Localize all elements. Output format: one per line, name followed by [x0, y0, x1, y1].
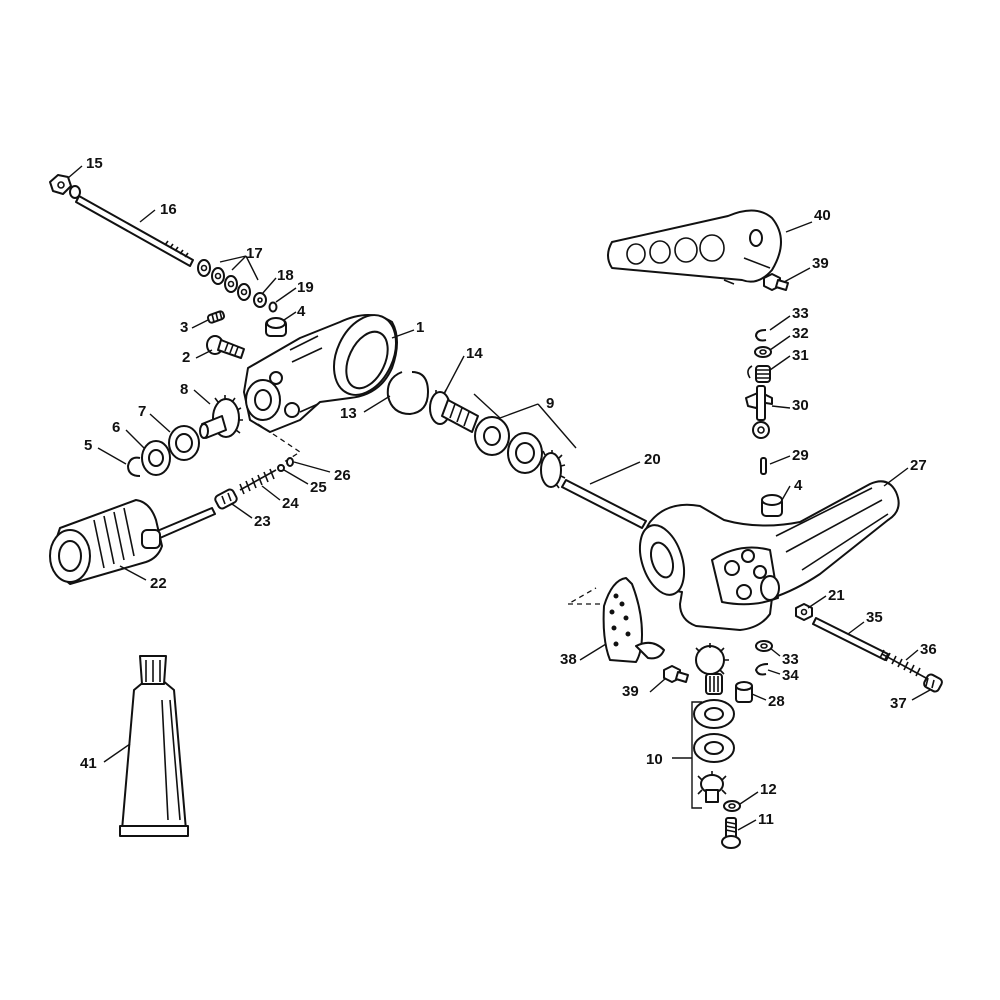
part-11-screw[interactable]: [721, 817, 741, 849]
callout-8: 8: [180, 381, 188, 398]
callout-38: 38: [560, 651, 577, 668]
callout-15: 15: [86, 155, 103, 172]
part-39-screw[interactable]: [763, 273, 789, 291]
callout-27: 27: [910, 457, 927, 474]
callout-26: 26: [334, 467, 351, 484]
part-39-screw-lower[interactable]: [663, 665, 689, 683]
callout-3: 3: [180, 319, 188, 336]
part-25-ball[interactable]: [277, 464, 285, 472]
part-30-shift-fork[interactable]: [745, 385, 773, 439]
callout-4: 4: [297, 303, 306, 320]
part-7-bearing[interactable]: [168, 425, 200, 461]
callout-37: 37: [890, 695, 907, 712]
callout-13: 13: [340, 405, 357, 422]
callout-34: 34: [782, 667, 799, 684]
part-33-circlip[interactable]: [755, 329, 767, 342]
part-31-spring[interactable]: [747, 365, 771, 383]
callout-23: 23: [254, 513, 271, 530]
callout-40: 40: [814, 207, 831, 224]
callout-5: 5: [84, 437, 92, 454]
callout-16: 16: [160, 201, 177, 218]
part-40-lever[interactable]: [607, 209, 782, 285]
callout-25: 25: [310, 479, 327, 496]
part-27-main-housing[interactable]: [632, 480, 900, 631]
part-15-nut[interactable]: [49, 174, 81, 199]
callout-2: 2: [182, 349, 190, 366]
part-6-bearing[interactable]: [141, 440, 171, 476]
part-36-spring[interactable]: [879, 649, 927, 679]
part-10-bearing-set[interactable]: [693, 699, 735, 803]
part-22-handle[interactable]: [49, 499, 216, 585]
part-29-pin[interactable]: [760, 457, 767, 475]
part-20-drive-shaft[interactable]: [561, 479, 647, 529]
callout-24: 24: [282, 495, 299, 512]
part-18-washer[interactable]: [253, 292, 267, 308]
callout-36: 36: [920, 641, 937, 658]
callout-6: 6: [112, 419, 120, 436]
callout-21: 21: [828, 587, 845, 604]
part-14-pinion-shaft[interactable]: [429, 389, 479, 433]
callout-41: 41: [80, 755, 97, 772]
part-24-spring[interactable]: [239, 468, 277, 495]
part-28-bushing[interactable]: [735, 681, 753, 703]
part-32-washer[interactable]: [754, 346, 772, 358]
part-13-circlip[interactable]: [386, 371, 429, 415]
callout-39: 39: [812, 255, 829, 272]
callout-labels: 15 16 17 18 19 4 3 1 2 14 8 9 13 7 6 5 2…: [80, 155, 937, 828]
part-41-grease-tube[interactable]: [119, 655, 189, 837]
leader-lines: [67, 165, 931, 831]
part-8-pinion[interactable]: [199, 395, 243, 439]
part-3-screw[interactable]: [206, 310, 226, 324]
part-26-ring[interactable]: [286, 457, 294, 467]
part-19-ring[interactable]: [268, 301, 278, 313]
callout-33-lower: 33: [782, 651, 799, 668]
part-4-plug[interactable]: [265, 317, 287, 337]
callout-20: 20: [644, 451, 661, 468]
callout-18: 18: [277, 267, 294, 284]
callout-19: 19: [297, 279, 314, 296]
part-9-bearing-set[interactable]: [474, 416, 566, 489]
part-bevel-gear[interactable]: [695, 643, 729, 695]
callout-28: 28: [768, 693, 785, 710]
callout-35: 35: [866, 609, 883, 626]
callout-29: 29: [792, 447, 809, 464]
part-1-gear-housing[interactable]: [243, 305, 408, 433]
part-34-circlip[interactable]: [755, 663, 769, 676]
callout-7: 7: [138, 403, 146, 420]
callout-39-lower: 39: [622, 683, 639, 700]
part-33-washer-lower[interactable]: [755, 640, 773, 652]
part-23-bushing[interactable]: [214, 488, 238, 510]
callout-22: 22: [150, 575, 167, 592]
callout-14: 14: [466, 345, 483, 362]
part-5-circlip[interactable]: [127, 456, 141, 477]
callout-9: 9: [546, 395, 554, 412]
callout-11: 11: [758, 811, 774, 828]
part-35-screw-rod[interactable]: [812, 617, 889, 661]
part-12-washer[interactable]: [723, 800, 741, 812]
callout-31: 31: [792, 347, 809, 364]
callout-17: 17: [246, 245, 263, 262]
callout-12: 12: [760, 781, 777, 798]
callout-30: 30: [792, 397, 809, 414]
callout-32: 32: [792, 325, 809, 342]
part-16-long-bolt[interactable]: [75, 195, 194, 267]
part-2-bolt[interactable]: [206, 335, 245, 359]
callout-1: 1: [416, 319, 424, 336]
callout-10: 10: [646, 751, 663, 768]
callout-33: 33: [792, 305, 809, 322]
callout-4-right: 4: [794, 477, 803, 494]
part-37-knob[interactable]: [923, 673, 944, 693]
part-38-cover[interactable]: [602, 577, 665, 663]
part-4-plug-right[interactable]: [761, 494, 783, 517]
part-17-washers[interactable]: [197, 259, 251, 301]
cover-link-line: [565, 587, 600, 605]
